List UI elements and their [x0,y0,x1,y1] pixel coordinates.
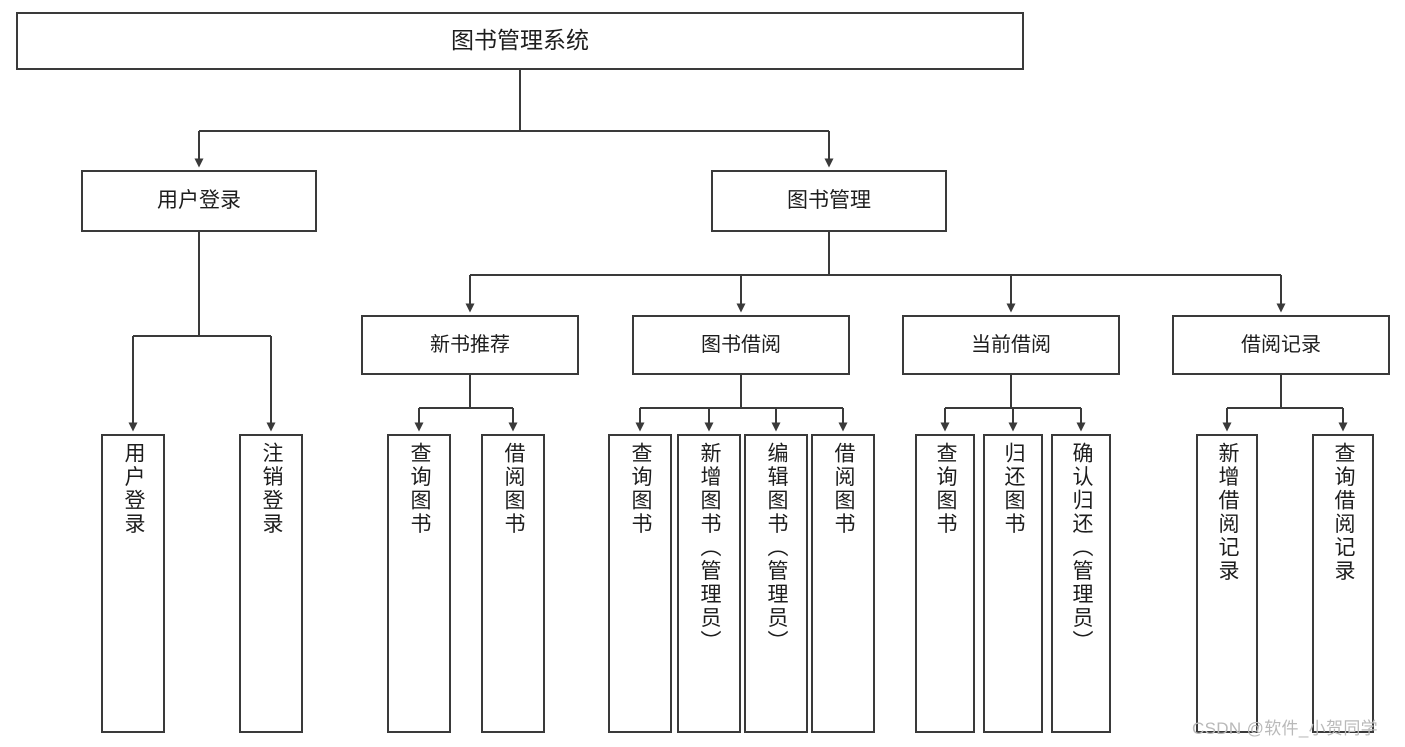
node-label: 查询借阅记录 [1332,442,1356,584]
node-label: 新增借阅记录 [1216,442,1240,584]
node-label: 查询图书 [934,442,958,537]
node-borrow-record[interactable]: 借阅记录 [1172,315,1390,375]
node-leaf-add-borrow-record[interactable]: 新增借阅记录 [1196,434,1258,733]
node-leaf-query-book-borrow[interactable]: 查询图书 [608,434,672,733]
node-leaf-query-book-recommend[interactable]: 查询图书 [387,434,451,733]
node-leaf-borrow-book[interactable]: 借阅图书 [811,434,875,733]
node-label: 借阅图书 [502,442,526,537]
node-leaf-query-book-current[interactable]: 查询图书 [915,434,975,733]
node-label: 图书借阅 [701,334,781,356]
node-label: 当前借阅 [971,334,1051,356]
node-new-book-recommend[interactable]: 新书推荐 [361,315,579,375]
node-label: 查询图书 [629,442,653,537]
node-label: 借阅图书 [832,442,856,537]
node-label: 归还图书 [1002,442,1026,537]
node-leaf-add-book-admin[interactable]: 新增图书（管理员） [677,434,741,733]
node-leaf-user-login[interactable]: 用户登录 [101,434,165,733]
node-leaf-logout-login[interactable]: 注销登录 [239,434,303,733]
node-label: 新书推荐 [430,334,510,356]
node-book-management[interactable]: 图书管理 [711,170,947,232]
node-leaf-confirm-return-admin[interactable]: 确认归还（管理员） [1051,434,1111,733]
node-label: 图书管理系统 [451,27,589,54]
node-book-borrow[interactable]: 图书借阅 [632,315,850,375]
node-leaf-edit-book-admin[interactable]: 编辑图书（管理员） [744,434,808,733]
node-label: 图书管理 [787,189,871,213]
node-leaf-return-book[interactable]: 归还图书 [983,434,1043,733]
node-current-borrow[interactable]: 当前借阅 [902,315,1120,375]
watermark-text: CSDN @软件_小贺同学 [1192,719,1379,738]
node-label: 编辑图书（管理员） [765,442,789,654]
node-label: 查询图书 [408,442,432,537]
node-user-login[interactable]: 用户登录 [81,170,317,232]
node-root-system[interactable]: 图书管理系统 [16,12,1024,70]
node-leaf-query-borrow-record[interactable]: 查询借阅记录 [1312,434,1374,733]
node-label: 注销登录 [260,442,284,537]
node-leaf-borrow-book-recommend[interactable]: 借阅图书 [481,434,545,733]
node-label: 用户登录 [157,189,241,213]
node-label: 新增图书（管理员） [698,442,722,654]
node-label: 用户登录 [122,442,146,537]
node-label: 借阅记录 [1241,334,1321,356]
node-label: 确认归还（管理员） [1070,442,1094,654]
